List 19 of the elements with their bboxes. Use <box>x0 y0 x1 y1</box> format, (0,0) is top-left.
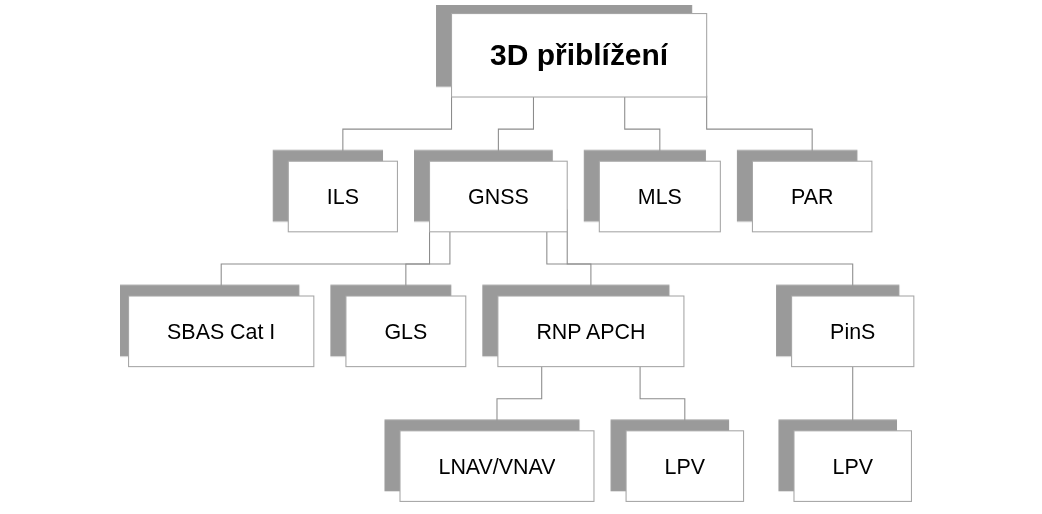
node-box: PAR <box>751 160 873 232</box>
node-box: RNP APCH <box>497 294 685 367</box>
connector <box>496 365 543 431</box>
connector <box>639 365 686 431</box>
node-box: SBAS Cat I <box>127 294 315 367</box>
node-box: PinS <box>790 294 915 367</box>
node-box: LPV <box>793 429 912 502</box>
connector <box>852 365 854 431</box>
node-box: LNAV/VNAV <box>399 429 595 502</box>
node-box: 3D přiblížení <box>450 12 707 98</box>
node-box: LPV <box>625 429 744 502</box>
node-box: ILS <box>287 160 398 232</box>
connector <box>405 230 451 297</box>
connector <box>624 95 661 162</box>
node-box: GLS <box>345 294 467 367</box>
node-box: MLS <box>598 160 721 232</box>
connector <box>546 230 592 297</box>
connector <box>497 95 534 162</box>
node-box: GNSS <box>428 160 568 232</box>
